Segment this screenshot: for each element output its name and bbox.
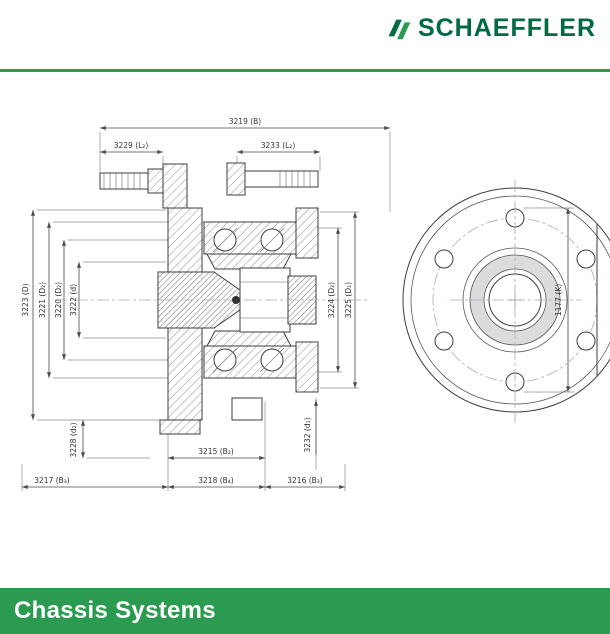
dim-label-3232-d1: 3232 (d₁) — [303, 417, 312, 452]
dim-label-3233-l2: 3233 (L₂) — [261, 141, 296, 150]
dim-label-3228-d2: 3228 (d₂) — [69, 422, 78, 457]
dim-label-3229-l2: 3229 (L₂) — [114, 141, 149, 150]
footer-title: Chassis Systems — [14, 597, 216, 624]
technical-drawing: 3219 (B) 3229 (L₂) 3233 (L₂) 3223 (D) 32… — [21, 117, 610, 491]
technical-drawing-area: 3219 (B) 3229 (L₂) 3233 (L₂) 3223 (D) 32… — [0, 72, 610, 588]
schaeffler-logo: SCHAEFFLER — [383, 10, 596, 46]
bearing-balls — [212, 227, 285, 373]
dim-label-3221-d2: 3221 (D₂) — [38, 282, 47, 318]
dim-label-3218-b4: 3218 (B₄) — [198, 476, 234, 485]
dim-label-3219-b: 3219 (B) — [229, 117, 262, 126]
dim-label-1177-k: 1177 (K) — [554, 284, 563, 316]
dim-label-3225-d1: 3225 (D₁) — [344, 282, 353, 318]
dimension-lines — [22, 125, 571, 490]
dim-label-3215-b2: 3215 (B₂) — [198, 447, 234, 456]
brand-wordmark: SCHAEFFLER — [417, 13, 596, 42]
header-divider — [0, 69, 610, 72]
dim-label-3220-d2: 3220 (D₂) — [54, 282, 63, 318]
dimension-labels: 3219 (B) 3229 (L₂) 3233 (L₂) 3223 (D) 32… — [21, 117, 563, 485]
section-view — [99, 162, 319, 435]
dim-label-3223-d: 3223 (D) — [21, 283, 30, 316]
dim-label-3217-b3: 3217 (B₃) — [34, 476, 70, 485]
dim-label-3224-d2: 3224 (D₂) — [327, 282, 336, 318]
centerlines — [55, 180, 582, 424]
stud-threads-left — [103, 173, 141, 189]
dim-label-3222-d: 3222 (d) — [69, 284, 78, 316]
footer-bar: Chassis Systems — [0, 588, 610, 634]
stud-threads-right — [279, 171, 311, 187]
center-mark — [232, 296, 240, 304]
schaeffler-logo-icon — [388, 19, 411, 40]
dim-label-3216-b3: 3216 (B₃) — [287, 476, 323, 485]
